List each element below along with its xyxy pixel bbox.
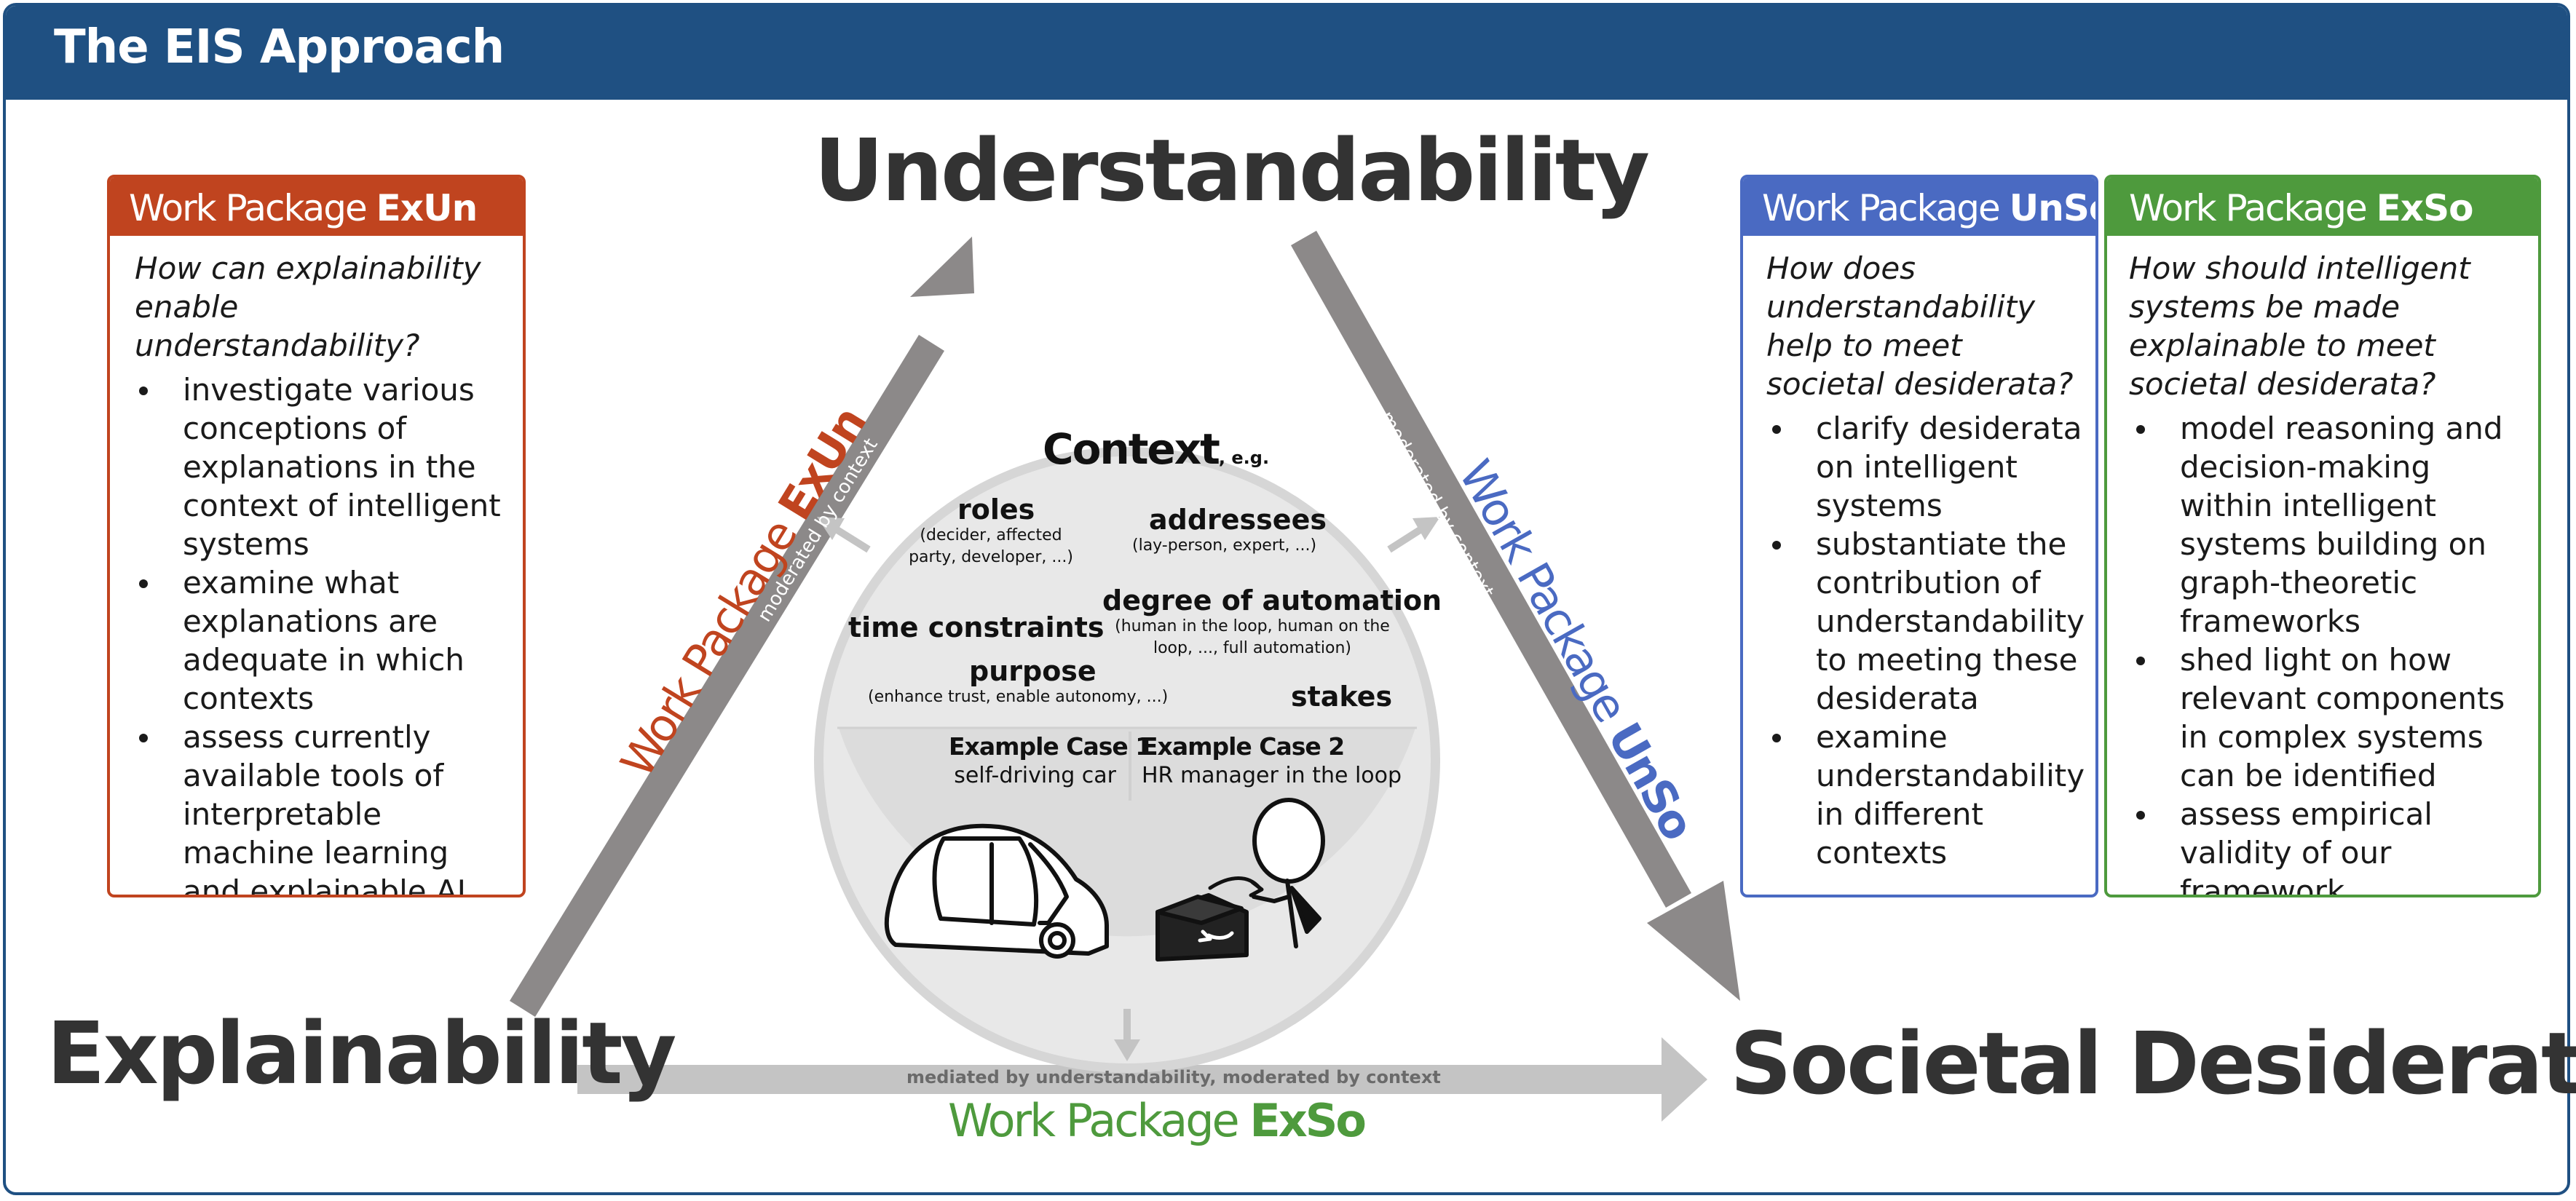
arrow-explain-to-understand (510, 237, 974, 1017)
context-arrow-left (817, 517, 871, 553)
context-purpose: purpose (969, 655, 1097, 687)
work-package-unso-question: How does understandability help to meet … (1766, 250, 2074, 402)
list-item: examine understandability in different c… (1772, 718, 2087, 872)
list-item: investigate various conceptions of expla… (139, 370, 514, 563)
list-item: shed light on how relevant components in… (2136, 641, 2529, 795)
list-item: assess currently available tools of inte… (139, 718, 514, 895)
work-package-exun-question: How can explainability enable understand… (135, 250, 481, 363)
context-stakes: stakes (1291, 681, 1393, 713)
context-degree-detail: (human in the loop, human on the loop, .… (1115, 617, 1390, 657)
list-item: examine what explanations are adequate i… (139, 563, 514, 718)
example-case-2-desc: HR manager in the loop (1142, 763, 1402, 788)
work-package-exun-box: Work Package ExUn How can explainability… (107, 175, 526, 897)
work-package-unso-header: Work Package UnSo (1743, 178, 2095, 236)
node-societal-desiderata: Societal Desiderata (1730, 1013, 2576, 1114)
arrow-label-exso: Work Package ExSo (948, 1094, 1367, 1147)
car-illustration (884, 823, 1109, 959)
node-understandability: Understandability (814, 120, 1650, 221)
context-addressees: addressees (1149, 504, 1327, 536)
list-item: clarify desiderata on intelligent system… (1772, 409, 2087, 525)
work-package-unso-bullets: clarify desiderata on intelligent system… (1743, 409, 2095, 872)
work-package-unso-box: Work Package UnSo How does understandabi… (1740, 175, 2098, 897)
context-title: Context, e.g. (1043, 424, 1270, 474)
context-degree-of-automation: degree of automation (1102, 584, 1442, 617)
list-item: model reasoning and decision-making with… (2136, 409, 2529, 641)
context-arrow-right (1387, 517, 1440, 553)
context-roles-detail: (decider, affected party, developer, ...… (909, 526, 1073, 566)
work-package-exso-box: Work Package ExSo How should intelligent… (2104, 175, 2541, 897)
title-bar: The EIS Approach (6, 6, 2567, 100)
context-arrow-down (1114, 1009, 1140, 1061)
arrow-label-bottom-mediated: mediated by understandability, moderated… (906, 1067, 1441, 1087)
example-case-1-title: Example Case 1 (949, 732, 1152, 761)
figure-title: The EIS Approach (54, 20, 505, 74)
context-time-constraints: time constraints (848, 611, 1105, 643)
example-case-2-title: Example Case 2 (1142, 732, 1345, 761)
context-roles: roles (957, 494, 1035, 526)
example-case-1-desc: self-driving car (954, 763, 1116, 788)
work-package-exso-header: Work Package ExSo (2107, 178, 2538, 236)
hr-manager-illustration (1155, 798, 1325, 962)
figure-frame: The EIS Approach (3, 3, 2570, 1195)
work-package-exso-question: How should intelligent systems be made e… (2129, 250, 2470, 402)
context-addressees-detail: (lay-person, expert, ...) (1132, 536, 1317, 555)
arrow-understand-to-societal (1291, 231, 1740, 1001)
list-item: substantiate the contribution of underst… (1772, 525, 2087, 718)
work-package-exun-bullets: investigate various conceptions of expla… (110, 370, 523, 895)
list-item: assess empirical validity of our framewo… (2136, 795, 2529, 895)
context-purpose-detail: (enhance trust, enable autonomy, ...) (868, 688, 1169, 706)
work-package-exso-bullets: model reasoning and decision-making with… (2107, 409, 2538, 895)
work-package-exun-header: Work Package ExUn (110, 178, 523, 236)
node-explainability: Explainability (47, 1003, 676, 1103)
